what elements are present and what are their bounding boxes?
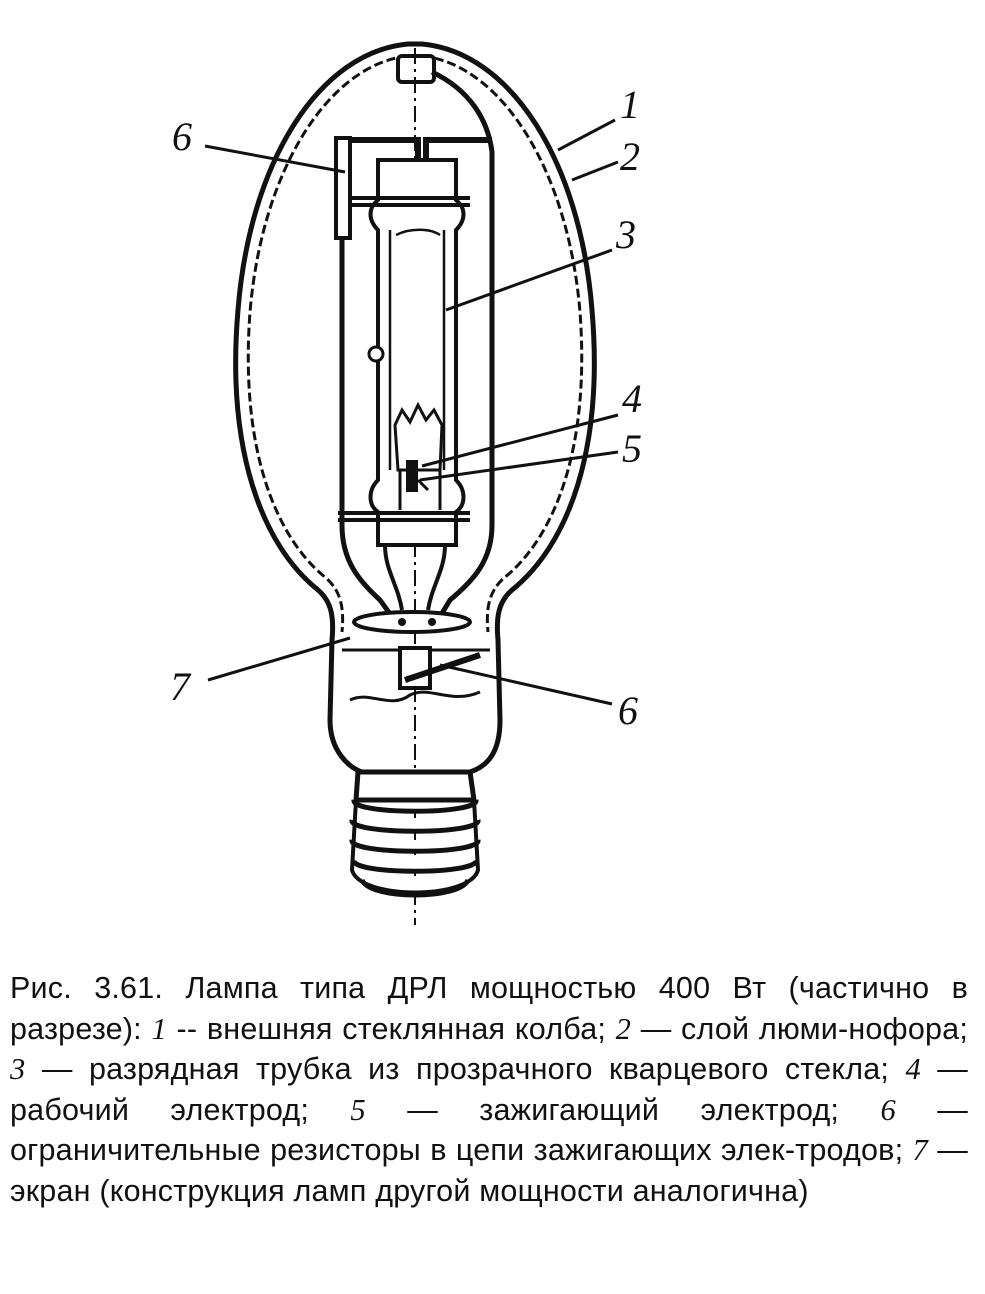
discharge-tube-inner	[388, 228, 446, 470]
tube-bump	[367, 345, 385, 363]
caption-item-5: — зажигающий электрод;	[365, 1092, 881, 1127]
callout-3: 3	[615, 212, 636, 257]
working-electrode	[393, 401, 444, 472]
caption-item-7: — экран (конструкция ламп другой мощност…	[10, 1133, 969, 1208]
caption-num-5: 5	[350, 1092, 366, 1127]
caption-item-3: — разрядная трубка из прозрачного кварце…	[25, 1052, 906, 1086]
phosphor-layer	[246, 54, 584, 633]
caption-num-6: 6	[880, 1092, 896, 1127]
top-bracket	[342, 137, 492, 160]
stem	[383, 544, 447, 611]
figure-caption: Рис. 3.61. Лампа типа ДРЛ мощностью 400 …	[10, 968, 968, 1211]
ignition-electrode	[406, 460, 418, 492]
caption-item-4: — рабочий электрод;	[10, 1052, 969, 1127]
resistor-top	[334, 136, 352, 240]
caption-item-6: — ограничительные резисторы в цепи зажиг…	[10, 1092, 968, 1168]
caption-num-3: 3	[10, 1052, 26, 1086]
caption-num-1: 1	[151, 1011, 167, 1046]
support-frame	[339, 69, 495, 627]
lamp-cutaway-diagram: 6 1 2 3 4 5 7 6	[170, 41, 642, 925]
screw-base	[349, 769, 481, 898]
callout-5: 5	[622, 426, 642, 471]
callout-7: 7	[170, 664, 192, 709]
callout-6-top: 6	[172, 114, 192, 159]
caption-num-2: 2	[615, 1011, 632, 1046]
caption-item-2: — слой люми-нофора;	[631, 1011, 968, 1046]
caption-num-7: 7	[912, 1133, 928, 1167]
caption-num-4: 4	[905, 1052, 921, 1086]
caption-lead: Рис. 3.61. Лампа типа ДРЛ мощностью 400 …	[10, 971, 968, 1046]
caption-item-1: -- внешняя стеклянная колба;	[166, 1011, 616, 1046]
callout-2: 2	[620, 134, 640, 179]
leader-lines	[204, 118, 619, 706]
callout-4: 4	[622, 376, 642, 421]
resistor-bottom	[398, 646, 432, 690]
callout-1: 1	[620, 82, 640, 127]
callout-6-bottom: 6	[618, 688, 638, 733]
tube-clamps	[338, 196, 470, 522]
screen-disc	[352, 610, 472, 634]
